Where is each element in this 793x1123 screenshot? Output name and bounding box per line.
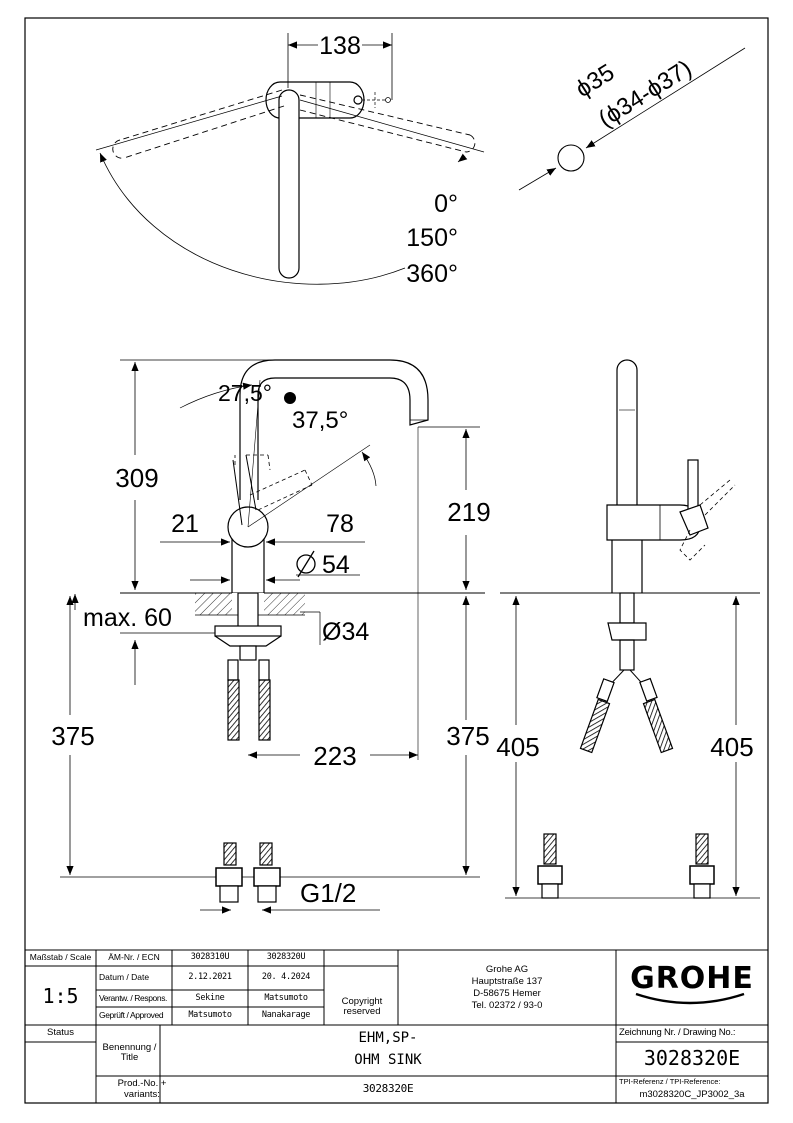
prod-label: Prod.-No. + variants: (117, 1078, 167, 1100)
scale-value: 1:5 (42, 983, 79, 1008)
dim-375-left: 375 (51, 721, 94, 751)
title-block-grid (25, 949, 768, 1103)
dim-138: 138 (319, 32, 361, 60)
company-city: D-58675 Hemer (473, 988, 541, 1000)
resp-2: Matsumoto (264, 992, 308, 1003)
dim-78: 78 (326, 510, 354, 538)
drawing-no: 3028320E (643, 1046, 741, 1070)
company-name: Grohe AG (485, 964, 529, 976)
ecn-label: ÄM-Nr. / ECN (108, 952, 160, 963)
date-label: Datum / Date (99, 972, 150, 983)
approved-label: Geprüft / Approved (99, 1010, 164, 1021)
dim-angle-37-5: 37,5° (292, 407, 348, 434)
dim-21: 21 (171, 510, 199, 538)
copyright-note: Copyright reserved (341, 995, 383, 1017)
company-street: Hauptstraße 137 (471, 976, 543, 988)
dim-thread: G1/2 (300, 878, 356, 908)
dim-diameter-main: ϕ35 (571, 59, 619, 103)
dim-angle-27-5: 27,5° (218, 380, 272, 406)
dim-max-60: max. 60 (83, 604, 172, 632)
ecn-1: 3028310U (190, 952, 230, 963)
logo-underline (635, 992, 745, 1005)
side-view (500, 359, 760, 899)
ecn-2: 3028320U (266, 952, 306, 963)
diameter-detail (518, 47, 746, 191)
company-tel: Tel. 02372 / 93-0 (471, 1000, 543, 1012)
resp-1: Sekine (195, 992, 225, 1003)
dim-angle-360: 360° (406, 260, 458, 288)
dim-375-right: 375 (446, 721, 489, 751)
dim-223: 223 (313, 741, 356, 771)
front-view (60, 359, 485, 914)
tpi-label: TPI-Referenz / TPI-Reference: (619, 1076, 721, 1086)
top-view (95, 33, 485, 285)
title-label: Benennung / Title (102, 1041, 157, 1063)
dim-angle-0: 0° (434, 190, 458, 218)
sheet-frame (24, 17, 769, 1104)
approved-2: Nanakarage (261, 1010, 311, 1021)
diameter-symbol-54-slash (297, 550, 315, 578)
prod-no: 3028320E (362, 1082, 414, 1096)
dim-54: 54 (322, 551, 350, 579)
dim-405-right: 405 (710, 732, 753, 762)
title-block: Maßstab / Scale ÄM-Nr. / ECN 3028310U 30… (25, 950, 768, 1103)
grohe-logo: GROHE (630, 960, 754, 996)
approved-1: Matsumoto (188, 1010, 232, 1021)
status-label: Status (47, 1027, 74, 1039)
title-line-2: OHM SINK (354, 1052, 422, 1069)
tpi-value: m3028320C_JP3002_3a (639, 1089, 745, 1101)
dim-309: 309 (115, 463, 158, 493)
dim-219: 219 (447, 497, 490, 527)
dim-405-left: 405 (496, 732, 539, 762)
dim-dia-34: Ø34 (322, 618, 369, 646)
drawing-no-label: Zeichnung Nr. / Drawing No.: (619, 1026, 736, 1038)
date-1: 2.12.2021 (188, 972, 232, 983)
title-line-1: EHM,SP- (358, 1030, 418, 1047)
diameter-symbol-54 (296, 554, 316, 574)
date-2: 20. 4.2024 (261, 972, 311, 983)
scale-label: Maßstab / Scale (29, 952, 92, 963)
dim-angle-150: 150° (406, 224, 458, 252)
resp-label: Verantw. / Respons. (99, 992, 167, 1003)
